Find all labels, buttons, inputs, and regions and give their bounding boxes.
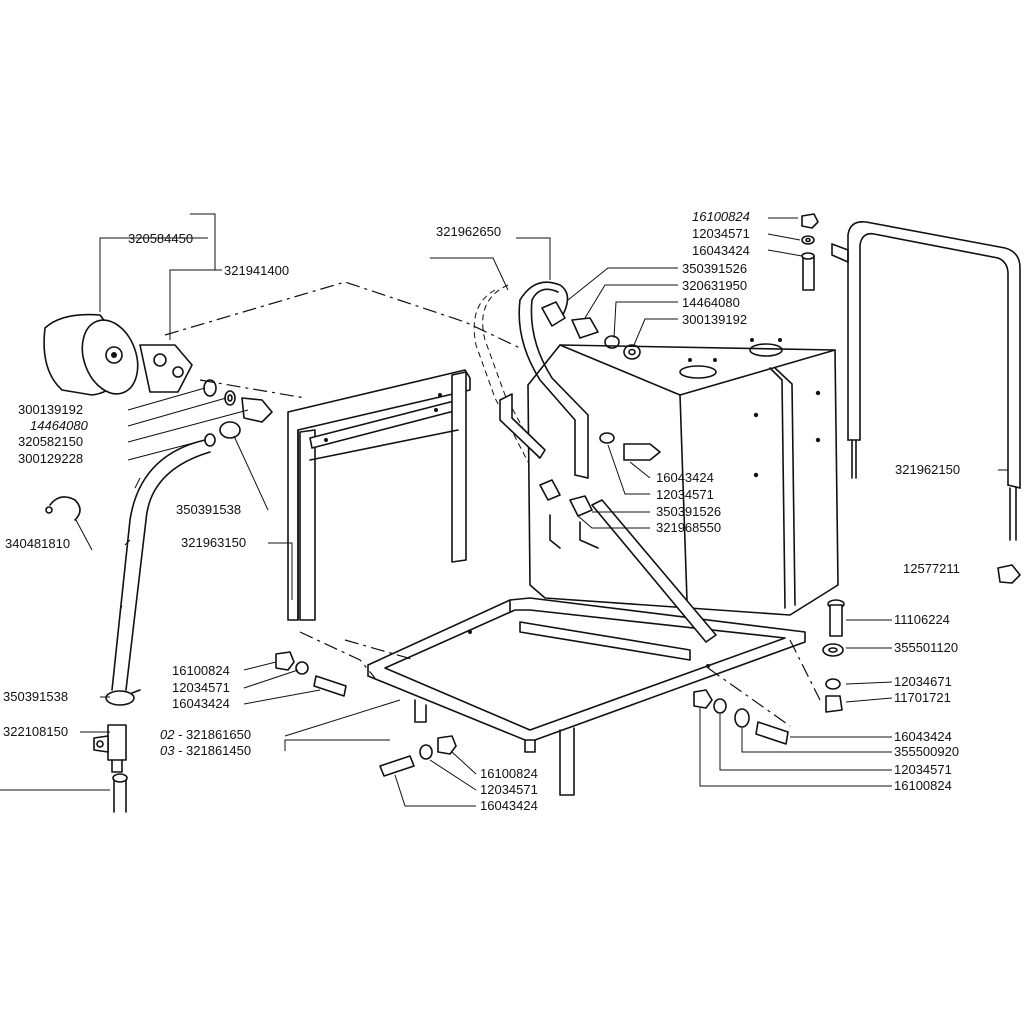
- bolt-assembly-bottom-right: [693, 689, 789, 745]
- part-label: 300139192: [682, 312, 748, 327]
- part-label: 12577211: [903, 561, 960, 576]
- part-label: 350391538: [3, 689, 69, 704]
- part-label: 16100824: [894, 778, 952, 793]
- fuel-hose-left: [111, 439, 211, 691]
- part-label: 350391526: [682, 261, 748, 276]
- part-label: 12034571: [656, 487, 714, 502]
- part-label: 14464080: [682, 295, 740, 310]
- part-label: 12034571: [480, 782, 538, 797]
- leader-lines: [0, 213, 1008, 807]
- left-frame: [287, 369, 471, 621]
- part-label: 350391526: [656, 504, 722, 519]
- part-label: 321968550: [656, 520, 722, 535]
- tank-strap: [831, 220, 1021, 541]
- part-label: 322108150: [3, 724, 69, 739]
- part-label: 16043424: [894, 729, 952, 744]
- part-label: 321962150: [895, 462, 961, 477]
- part-label: 11106224: [894, 612, 950, 627]
- assembly-lines: [164, 281, 821, 727]
- return-hose: [518, 281, 589, 479]
- strap-hardware-top: [801, 213, 819, 291]
- bottom-frame: [367, 597, 806, 796]
- part-label: 300129228: [18, 451, 84, 466]
- diagonal-brace: [591, 499, 717, 643]
- hose-clamp-bottom: [105, 689, 141, 706]
- part-label: 321962650: [436, 224, 502, 239]
- part-label: 300139192: [18, 402, 84, 417]
- part-label: 321941400: [224, 263, 290, 278]
- part-label: 16043424: [172, 696, 230, 711]
- part-label: 340481810: [5, 536, 71, 551]
- clip-ring: [45, 496, 81, 521]
- suction-hose-dashed: [473, 284, 541, 463]
- tank-side-hardware: [499, 393, 661, 549]
- fuel-tank: [527, 338, 839, 631]
- bolt-assembly-left: [275, 651, 347, 697]
- top-fittings: [541, 301, 641, 360]
- nut-right: [997, 564, 1021, 584]
- part-label: 16043424: [692, 243, 750, 258]
- part-label: 16100824: [692, 209, 750, 224]
- part-label: 355500920: [894, 744, 960, 759]
- part-label: 11701721: [894, 690, 951, 705]
- hardware-stack-right: [822, 599, 845, 713]
- part-label: 12034571: [894, 762, 952, 777]
- part-label: 320582150: [18, 434, 84, 449]
- part-label: 355501120: [894, 640, 959, 655]
- fuel-filter: [43, 313, 193, 396]
- part-label: 12034571: [692, 226, 750, 241]
- part-label: 321963150: [181, 535, 247, 550]
- part-label: 16100824: [480, 766, 538, 781]
- part-label: 12034671: [894, 674, 952, 689]
- tee-fitting: [93, 724, 128, 813]
- bolt-assembly-bottom: [379, 735, 457, 777]
- part-label: 16043424: [480, 798, 538, 813]
- part-label: 12034571: [172, 680, 230, 695]
- part-label-variant-03: 03 - 321861450: [160, 743, 252, 758]
- part-label: 14464080: [30, 418, 88, 433]
- part-label-variant-02: 02 - 321861650: [160, 727, 252, 742]
- part-label: 350391538: [176, 502, 242, 517]
- part-label: 320584450: [128, 231, 194, 246]
- part-label: 16043424: [656, 470, 714, 485]
- part-label: 16100824: [172, 663, 230, 678]
- part-label: 320631950: [682, 278, 748, 293]
